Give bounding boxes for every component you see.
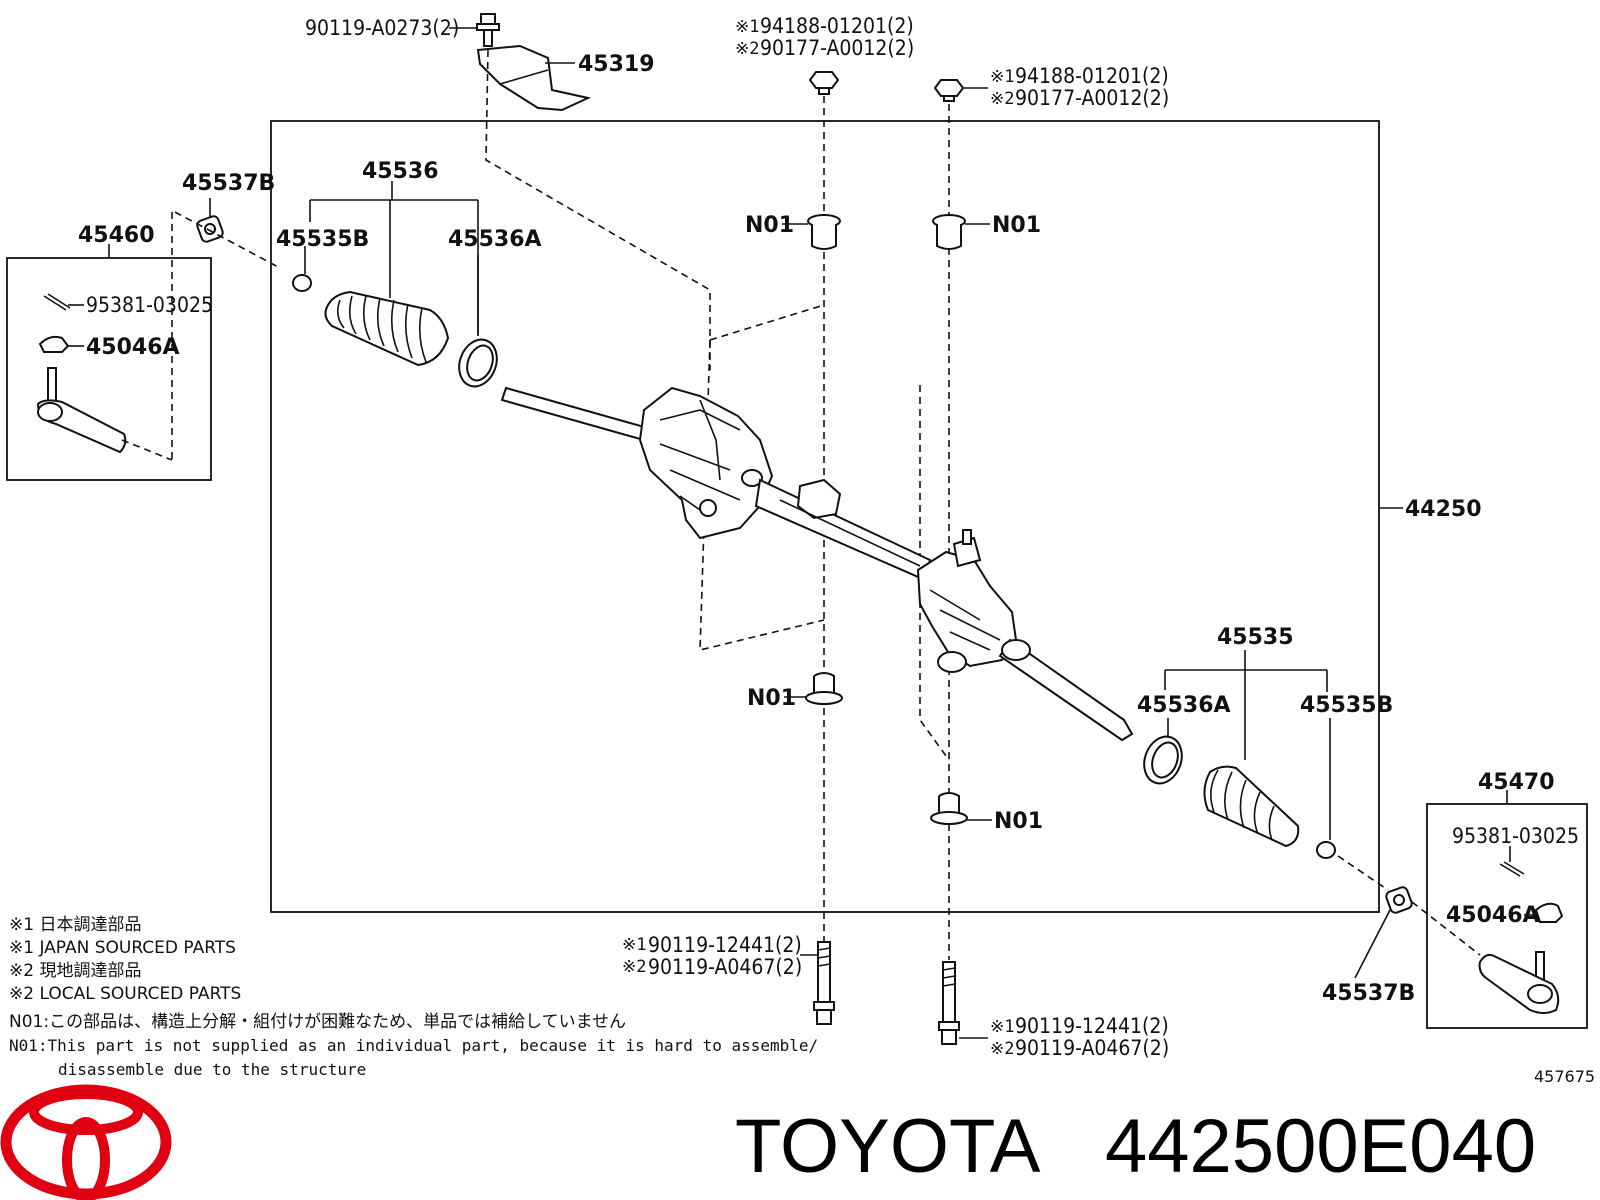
label-cotter-pin-left: 95381-03025 (86, 293, 213, 317)
label-dust-cover-left: 45537B (182, 171, 275, 196)
label-cotter-pin-right: 95381-03025 (1452, 824, 1579, 848)
label-clamp-right-b: 45535B (1300, 693, 1393, 718)
tie-rod-end-right-part (1478, 951, 1560, 1014)
bushing-top-right-part (932, 214, 966, 250)
clamp-right-a-part (1143, 735, 1183, 785)
label-nut-top-left-1: 94188-01201(2) (760, 14, 914, 38)
label-n01-bottom-left: N01 (747, 686, 796, 711)
steering-rack-part (500, 386, 1134, 742)
note-line-1: ※1 日本調達部品 (9, 915, 141, 935)
nut-top-left-part (808, 71, 840, 95)
clamp-left-a-part (458, 338, 498, 388)
bushing-bottom-right-part (930, 792, 968, 825)
label-bolt-bottom-left-2: 90119-A0467(2) (648, 955, 802, 979)
label-nut-left: 45046A (86, 335, 180, 360)
svg-text:※2: ※2 (735, 39, 759, 59)
bolt-bottom-right-part (938, 961, 960, 1045)
label-nut-right: 45046A (1446, 903, 1540, 928)
note-line-3: ※2 現地調達部品 (9, 961, 141, 981)
tie-rod-end-left-part (36, 367, 127, 454)
toyota-logo (0, 1084, 172, 1200)
label-bolt-bottom-right-1: 90119-12441(2) (1015, 1014, 1169, 1038)
label-boot-left: 45536 (362, 159, 439, 184)
label-bolt-top: 90119-A0273(2) (305, 16, 459, 40)
bolt-top-part (476, 13, 500, 47)
bushing-top-left-part (807, 214, 841, 250)
bolt-bottom-left-part (813, 941, 835, 1025)
cotter-pin-left-part (43, 293, 71, 311)
label-bracket: 45319 (578, 52, 655, 77)
clamp-left-b-part (292, 274, 312, 292)
nut-top-right-part (933, 79, 965, 102)
note-line-4: ※2 LOCAL SOURCED PARTS (9, 984, 241, 1004)
label-clamp-left-a: 45536A (448, 227, 542, 252)
clamp-right-b-part (1316, 841, 1336, 859)
label-dust-cover-right: 45537B (1322, 981, 1415, 1006)
label-nut-top-right-1: 94188-01201(2) (1015, 64, 1169, 88)
svg-text:※2: ※2 (990, 89, 1014, 109)
bracket-part (476, 44, 592, 112)
label-clamp-right-a: 45536A (1137, 693, 1231, 718)
label-tie-rod-end-right: 45470 (1478, 770, 1555, 795)
note-line-2: ※1 JAPAN SOURCED PARTS (9, 938, 236, 958)
svg-text:※1: ※1 (990, 1017, 1014, 1037)
dust-cover-left-part (196, 215, 224, 243)
assembly-frame (270, 120, 1380, 913)
label-bolt-bottom-right-2: 90119-A0467(2) (1015, 1036, 1169, 1060)
svg-text:※1: ※1 (735, 17, 759, 37)
dust-cover-right-part (1385, 886, 1413, 914)
figure-id: 457675 (1534, 1067, 1595, 1086)
boot-right-part (1203, 765, 1300, 848)
brand-name: TOYOTA (735, 1104, 1041, 1189)
label-boot-right: 45535 (1217, 625, 1294, 650)
label-n01-top-right: N01 (992, 213, 1041, 238)
svg-text:※2: ※2 (990, 1039, 1014, 1059)
label-tie-rod-end-left: 45460 (78, 223, 155, 248)
label-n01-top-left: N01 (745, 213, 794, 238)
bushing-bottom-left-part (805, 672, 843, 705)
note-line-7: disassemble due to the structure (58, 1060, 366, 1079)
svg-text:※1: ※1 (622, 935, 646, 955)
nut-right-part (1534, 902, 1564, 923)
label-nut-top-right-2: 90177-A0012(2) (1015, 86, 1169, 110)
label-nut-top-left-2: 90177-A0012(2) (760, 36, 914, 60)
boot-left-part (324, 290, 450, 367)
part-number: 442500E040 (1105, 1104, 1536, 1189)
svg-text:※1: ※1 (990, 67, 1014, 87)
label-assembly: 44250 (1405, 497, 1482, 522)
label-bolt-bottom-left-1: 90119-12441(2) (648, 933, 802, 957)
cotter-pin-right-part (1499, 861, 1525, 877)
label-clamp-left-b: 45535B (276, 227, 369, 252)
svg-text:※2: ※2 (622, 957, 646, 977)
label-n01-bottom-right: N01 (994, 809, 1043, 834)
note-line-6: N01:This part is not supplied as an indi… (9, 1036, 818, 1055)
note-line-5: N01:この部品は、構造上分解・組付けが困難なため、単品では補給していません (9, 1012, 626, 1032)
nut-left-part (38, 335, 70, 353)
